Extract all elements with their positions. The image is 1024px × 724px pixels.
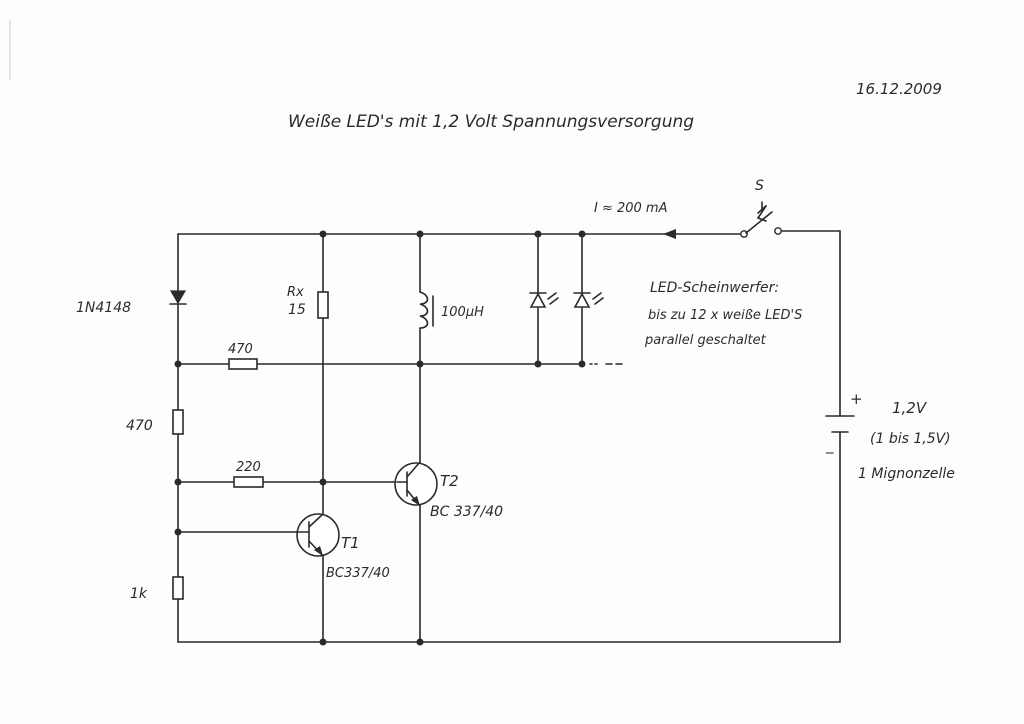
battery-range-label: (1 bis 1,5V) xyxy=(870,431,951,447)
led-note-line-3: parallel geschaltet xyxy=(644,333,767,348)
resistor-1k xyxy=(172,576,184,600)
switch-label: S xyxy=(755,178,764,194)
t2-name-label: T2 xyxy=(440,472,459,490)
battery-plus-label: + xyxy=(850,390,863,408)
resistor-470-top-label: 470 xyxy=(228,342,253,357)
battery-minus-label: _ xyxy=(825,436,834,455)
inductor-symbol xyxy=(419,291,434,329)
diode-1n4148-symbol xyxy=(169,290,187,305)
wiring xyxy=(177,230,841,643)
rx-name-label: Rx xyxy=(287,285,304,300)
resistor-220-label: 220 xyxy=(236,460,261,475)
resistor-220 xyxy=(233,476,264,488)
battery-voltage-label: 1,2V xyxy=(892,399,928,417)
resistor-rx xyxy=(317,291,329,319)
t2-type-label: BC 337/40 xyxy=(430,504,503,520)
diode-label: 1N4148 xyxy=(76,300,131,316)
resistor-470-vertical xyxy=(172,409,184,435)
current-arrow xyxy=(663,229,676,239)
page-title: Weiße LED's mit 1,2 Volt Spannungsversor… xyxy=(288,112,694,132)
current-label: I ≈ 200 mA xyxy=(594,201,668,216)
inductor-label: 100µH xyxy=(441,305,484,320)
battery-symbol xyxy=(825,415,855,433)
switch-symbol xyxy=(740,201,782,238)
resistor-470-left-label: 470 xyxy=(126,418,153,434)
led-note-line-2: bis zu 12 x weiße LED'S xyxy=(648,308,802,323)
transistor-t2-symbol xyxy=(394,461,438,507)
t1-type-label: BC337/40 xyxy=(326,566,390,581)
battery-cell-label: 1 Mignonzelle xyxy=(858,466,955,482)
led-symbol-1 xyxy=(529,292,559,308)
resistor-1k-label: 1k xyxy=(130,586,148,602)
junction-dots xyxy=(174,230,586,646)
date-label: 16.12.2009 xyxy=(856,80,942,98)
transistor-t1-symbol xyxy=(296,513,340,557)
t1-name-label: T1 xyxy=(341,534,360,552)
led-note-line-1: LED-Scheinwerfer: xyxy=(650,280,779,296)
rx-value-label: 15 xyxy=(288,302,306,318)
led-symbol-2 xyxy=(573,292,604,308)
resistor-470-horizontal xyxy=(228,358,258,370)
